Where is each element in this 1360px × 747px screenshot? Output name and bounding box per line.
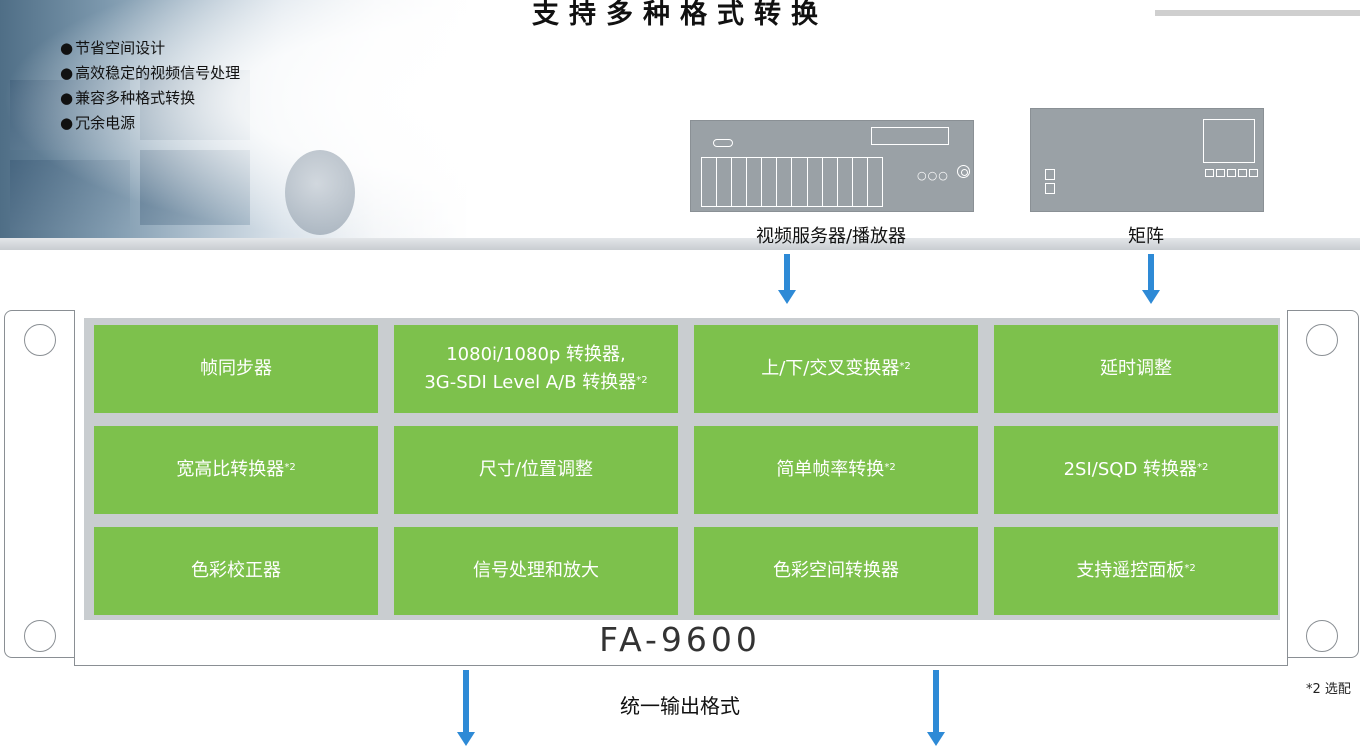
drive-bay — [838, 158, 853, 206]
mount-hole-icon — [1306, 324, 1338, 356]
screen-icon — [1203, 119, 1255, 163]
feature-item: 高效稳定的视频信号处理 — [60, 61, 240, 86]
function-cell: 1080i/1080p 转换器, 3G-SDI Level A/B 转换器*2 — [394, 325, 678, 413]
feature-item: 冗余电源 — [60, 111, 240, 136]
function-cell: 尺寸/位置调整 — [394, 426, 678, 514]
function-grid: 帧同步器 1080i/1080p 转换器, 3G-SDI Level A/B 转… — [94, 325, 1278, 615]
page-title: 支持多种格式转换 — [532, 0, 828, 30]
drive-bay — [853, 158, 868, 206]
port-icon — [1045, 183, 1055, 194]
function-cell: 色彩校正器 — [94, 527, 378, 615]
hero-photo: 节省空间设计 高效稳定的视频信号处理 兼容多种格式转换 冗余电源 — [0, 0, 470, 248]
matrix-label: 矩阵 — [1128, 226, 1164, 247]
drive-bay — [823, 158, 838, 206]
person-head — [285, 150, 355, 235]
drive-bay — [762, 158, 778, 206]
function-cell: 信号处理和放大 — [394, 527, 678, 615]
video-server-label: 视频服务器/播放器 — [755, 226, 907, 247]
output-label: 统一输出格式 — [620, 694, 740, 718]
title-bar-right — [1155, 10, 1360, 16]
feature-item: 节省空间设计 — [60, 36, 240, 61]
mount-hole-icon — [24, 620, 56, 652]
knob-icon — [957, 165, 970, 178]
arrow-down-icon — [1142, 254, 1160, 304]
feature-item: 兼容多种格式转换 — [60, 86, 240, 111]
mount-hole-icon — [24, 324, 56, 356]
drive-bay — [868, 158, 882, 206]
arrow-down-icon — [778, 254, 796, 304]
drive-bay — [702, 158, 718, 206]
model-name: FA-9600 — [599, 620, 761, 659]
drive-bay — [747, 158, 763, 206]
function-cell: 宽高比转换器*2 — [94, 426, 378, 514]
drive-bay — [717, 158, 733, 206]
function-line: 1080i/1080p 转换器, — [446, 344, 626, 365]
function-cell: 2SI/SQD 转换器*2 — [994, 426, 1278, 514]
power-indicator-icon — [713, 139, 733, 147]
function-cell: 延时调整 — [994, 325, 1278, 413]
function-cell: 支持遥控面板*2 — [994, 527, 1278, 615]
drive-bay — [808, 158, 823, 206]
function-line: 3G-SDI Level A/B 转换器 — [424, 372, 637, 393]
mount-hole-icon — [1306, 620, 1338, 652]
arrow-down-icon — [927, 670, 945, 747]
button-row-icon — [1205, 169, 1258, 177]
drive-bays — [701, 157, 883, 207]
function-cell: 帧同步器 — [94, 325, 378, 413]
function-cell: 上/下/交叉变换器*2 — [694, 325, 978, 413]
drive-bay — [732, 158, 748, 206]
port-icon — [1045, 169, 1055, 180]
status-dots-icon: ○○○ — [917, 169, 949, 182]
footnote: *2 选配 — [1306, 682, 1351, 697]
function-cell: 色彩空间转换器 — [694, 527, 978, 615]
function-cell: 简单帧率转换*2 — [694, 426, 978, 514]
drive-bay — [792, 158, 808, 206]
video-server-device: ○○○ — [690, 120, 974, 212]
photo-bottom-band — [0, 238, 1360, 250]
feature-list: 节省空间设计 高效稳定的视频信号处理 兼容多种格式转换 冗余电源 — [60, 36, 240, 136]
matrix-device — [1030, 108, 1264, 212]
arrow-down-icon — [457, 670, 475, 747]
drive-bay — [777, 158, 793, 206]
display-window-icon — [871, 127, 949, 145]
